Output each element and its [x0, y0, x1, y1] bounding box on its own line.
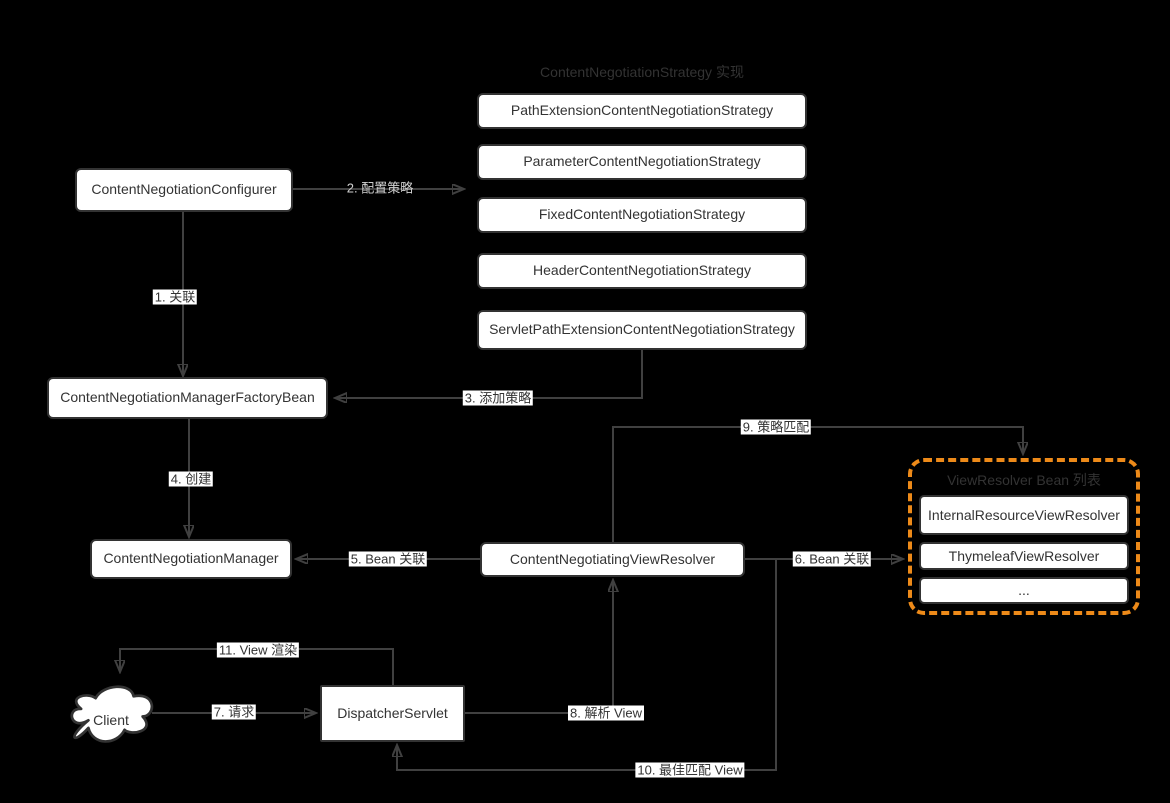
node-content-negotiation-configurer: ContentNegotiationConfigurer: [75, 168, 293, 212]
edge-label-10: 10. 最佳匹配 View: [635, 762, 745, 778]
client-label: Client: [93, 712, 129, 728]
node-header-strategy: HeaderContentNegotiationStrategy: [477, 253, 807, 289]
node-content-negotiating-view-resolver: ContentNegotiatingViewResolver: [480, 542, 745, 577]
node-path-extension-strategy: PathExtensionContentNegotiationStrategy: [477, 93, 807, 129]
edge-label-11: 11. View 渲染: [216, 642, 300, 658]
cloud-icon: [70, 685, 154, 743]
edge-label-9: 9. 策略匹配: [740, 419, 812, 435]
edge-label-1: 1. 关联: [152, 289, 198, 305]
edge-label-6: 6. Bean 关联: [792, 551, 872, 567]
node-more-view-resolvers: ...: [919, 577, 1129, 604]
edge-label-7: 7. 请求: [211, 704, 257, 720]
strategy-group-title: ContentNegotiationStrategy 实现: [540, 64, 744, 80]
view-resolver-group-title: ViewResolver Bean 列表: [947, 472, 1101, 488]
edge-label-8: 8. 解析 View: [567, 705, 645, 721]
node-servlet-path-extension-strategy: ServletPathExtensionContentNegotiationSt…: [477, 310, 807, 350]
node-parameter-strategy: ParameterContentNegotiationStrategy: [477, 144, 807, 180]
edge-label-4: 4. 创建: [168, 471, 214, 487]
node-content-negotiation-manager: ContentNegotiationManager: [90, 539, 292, 579]
node-client-cloud: Client: [64, 675, 158, 753]
edge-label-3: 3. 添加策略: [462, 390, 534, 406]
edge-8-resolve-view: [465, 581, 613, 714]
view-resolver-bean-list-container: ViewResolver Bean 列表 InternalResourceVie…: [908, 458, 1140, 615]
node-thymeleaf-view-resolver: ThymeleafViewResolver: [919, 542, 1129, 570]
node-fixed-strategy: FixedContentNegotiationStrategy: [477, 197, 807, 233]
edge-label-2: 2. 配置策略: [346, 180, 414, 196]
node-internal-resource-view-resolver: InternalResourceViewResolver: [919, 495, 1129, 535]
node-dispatcher-servlet: DispatcherServlet: [320, 685, 465, 742]
node-content-negotiation-manager-factory-bean: ContentNegotiationManagerFactoryBean: [47, 377, 328, 419]
edge-label-5: 5. Bean 关联: [348, 551, 428, 567]
